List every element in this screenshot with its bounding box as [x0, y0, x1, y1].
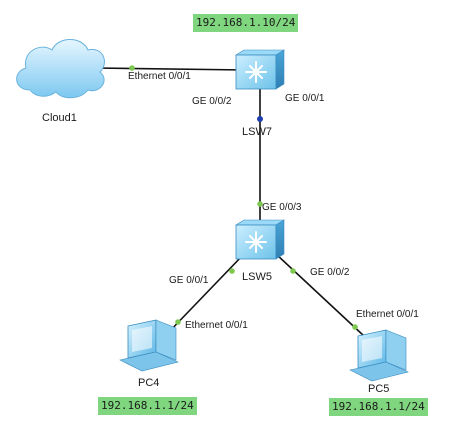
pc-icon[interactable] [349, 329, 409, 382]
port-dot-pc4-eth [175, 319, 181, 325]
links [94, 67, 365, 337]
lsw7-name: LSW7 [242, 126, 272, 138]
port-label-lsw5-ge003: GE 0/0/3 [262, 202, 302, 213]
link-lsw5-pc5[interactable] [275, 253, 365, 337]
port-label-cloud1-eth: Ethernet 0/0/1 [128, 71, 191, 82]
switch-icon[interactable] [234, 49, 286, 90]
port-label-pc4-eth: Ethernet 0/0/1 [185, 320, 248, 331]
port-dot-lsw5-ge001 [229, 268, 235, 274]
lsw5-name: LSW5 [242, 271, 272, 283]
ip-badge-pc4: 192.168.1.1/24 [98, 397, 197, 415]
port-label-pc5-eth: Ethernet 0/0/1 [356, 309, 419, 320]
port-dot-pc5-eth [352, 324, 358, 330]
cloud-icon[interactable] [16, 39, 105, 99]
ip-badge-lsw7: 192.168.1.10/24 [193, 14, 299, 32]
port-label-lsw7-ge002: GE 0/0/2 [192, 96, 232, 107]
port-dot-lsw5-ge003 [257, 201, 263, 207]
pc4-name: PC4 [138, 377, 159, 389]
pc5-name: PC5 [368, 383, 389, 395]
switch-icon[interactable] [234, 219, 286, 260]
ip-badge-pc5: 192.168.1.1/24 [329, 398, 428, 416]
cloud1-name: Cloud1 [42, 112, 77, 124]
link-cloud1-lsw7[interactable] [94, 67, 247, 71]
port-label-lsw7-ge001: GE 0/0/1 [285, 93, 325, 104]
port-dot-cloud1-eth [129, 65, 135, 71]
pc-icon[interactable] [119, 319, 179, 372]
port-label-lsw5-ge002: GE 0/0/2 [310, 267, 350, 278]
port-labels: Ethernet 0/0/1 GE 0/0/2 GE 0/0/1 GE 0/0/… [128, 71, 419, 331]
port-dots [129, 65, 358, 330]
port-dot-lsw5-ge002 [290, 268, 296, 274]
port-dot-lsw7-ge001 [257, 116, 263, 122]
port-label-lsw5-ge001: GE 0/0/1 [169, 275, 209, 286]
